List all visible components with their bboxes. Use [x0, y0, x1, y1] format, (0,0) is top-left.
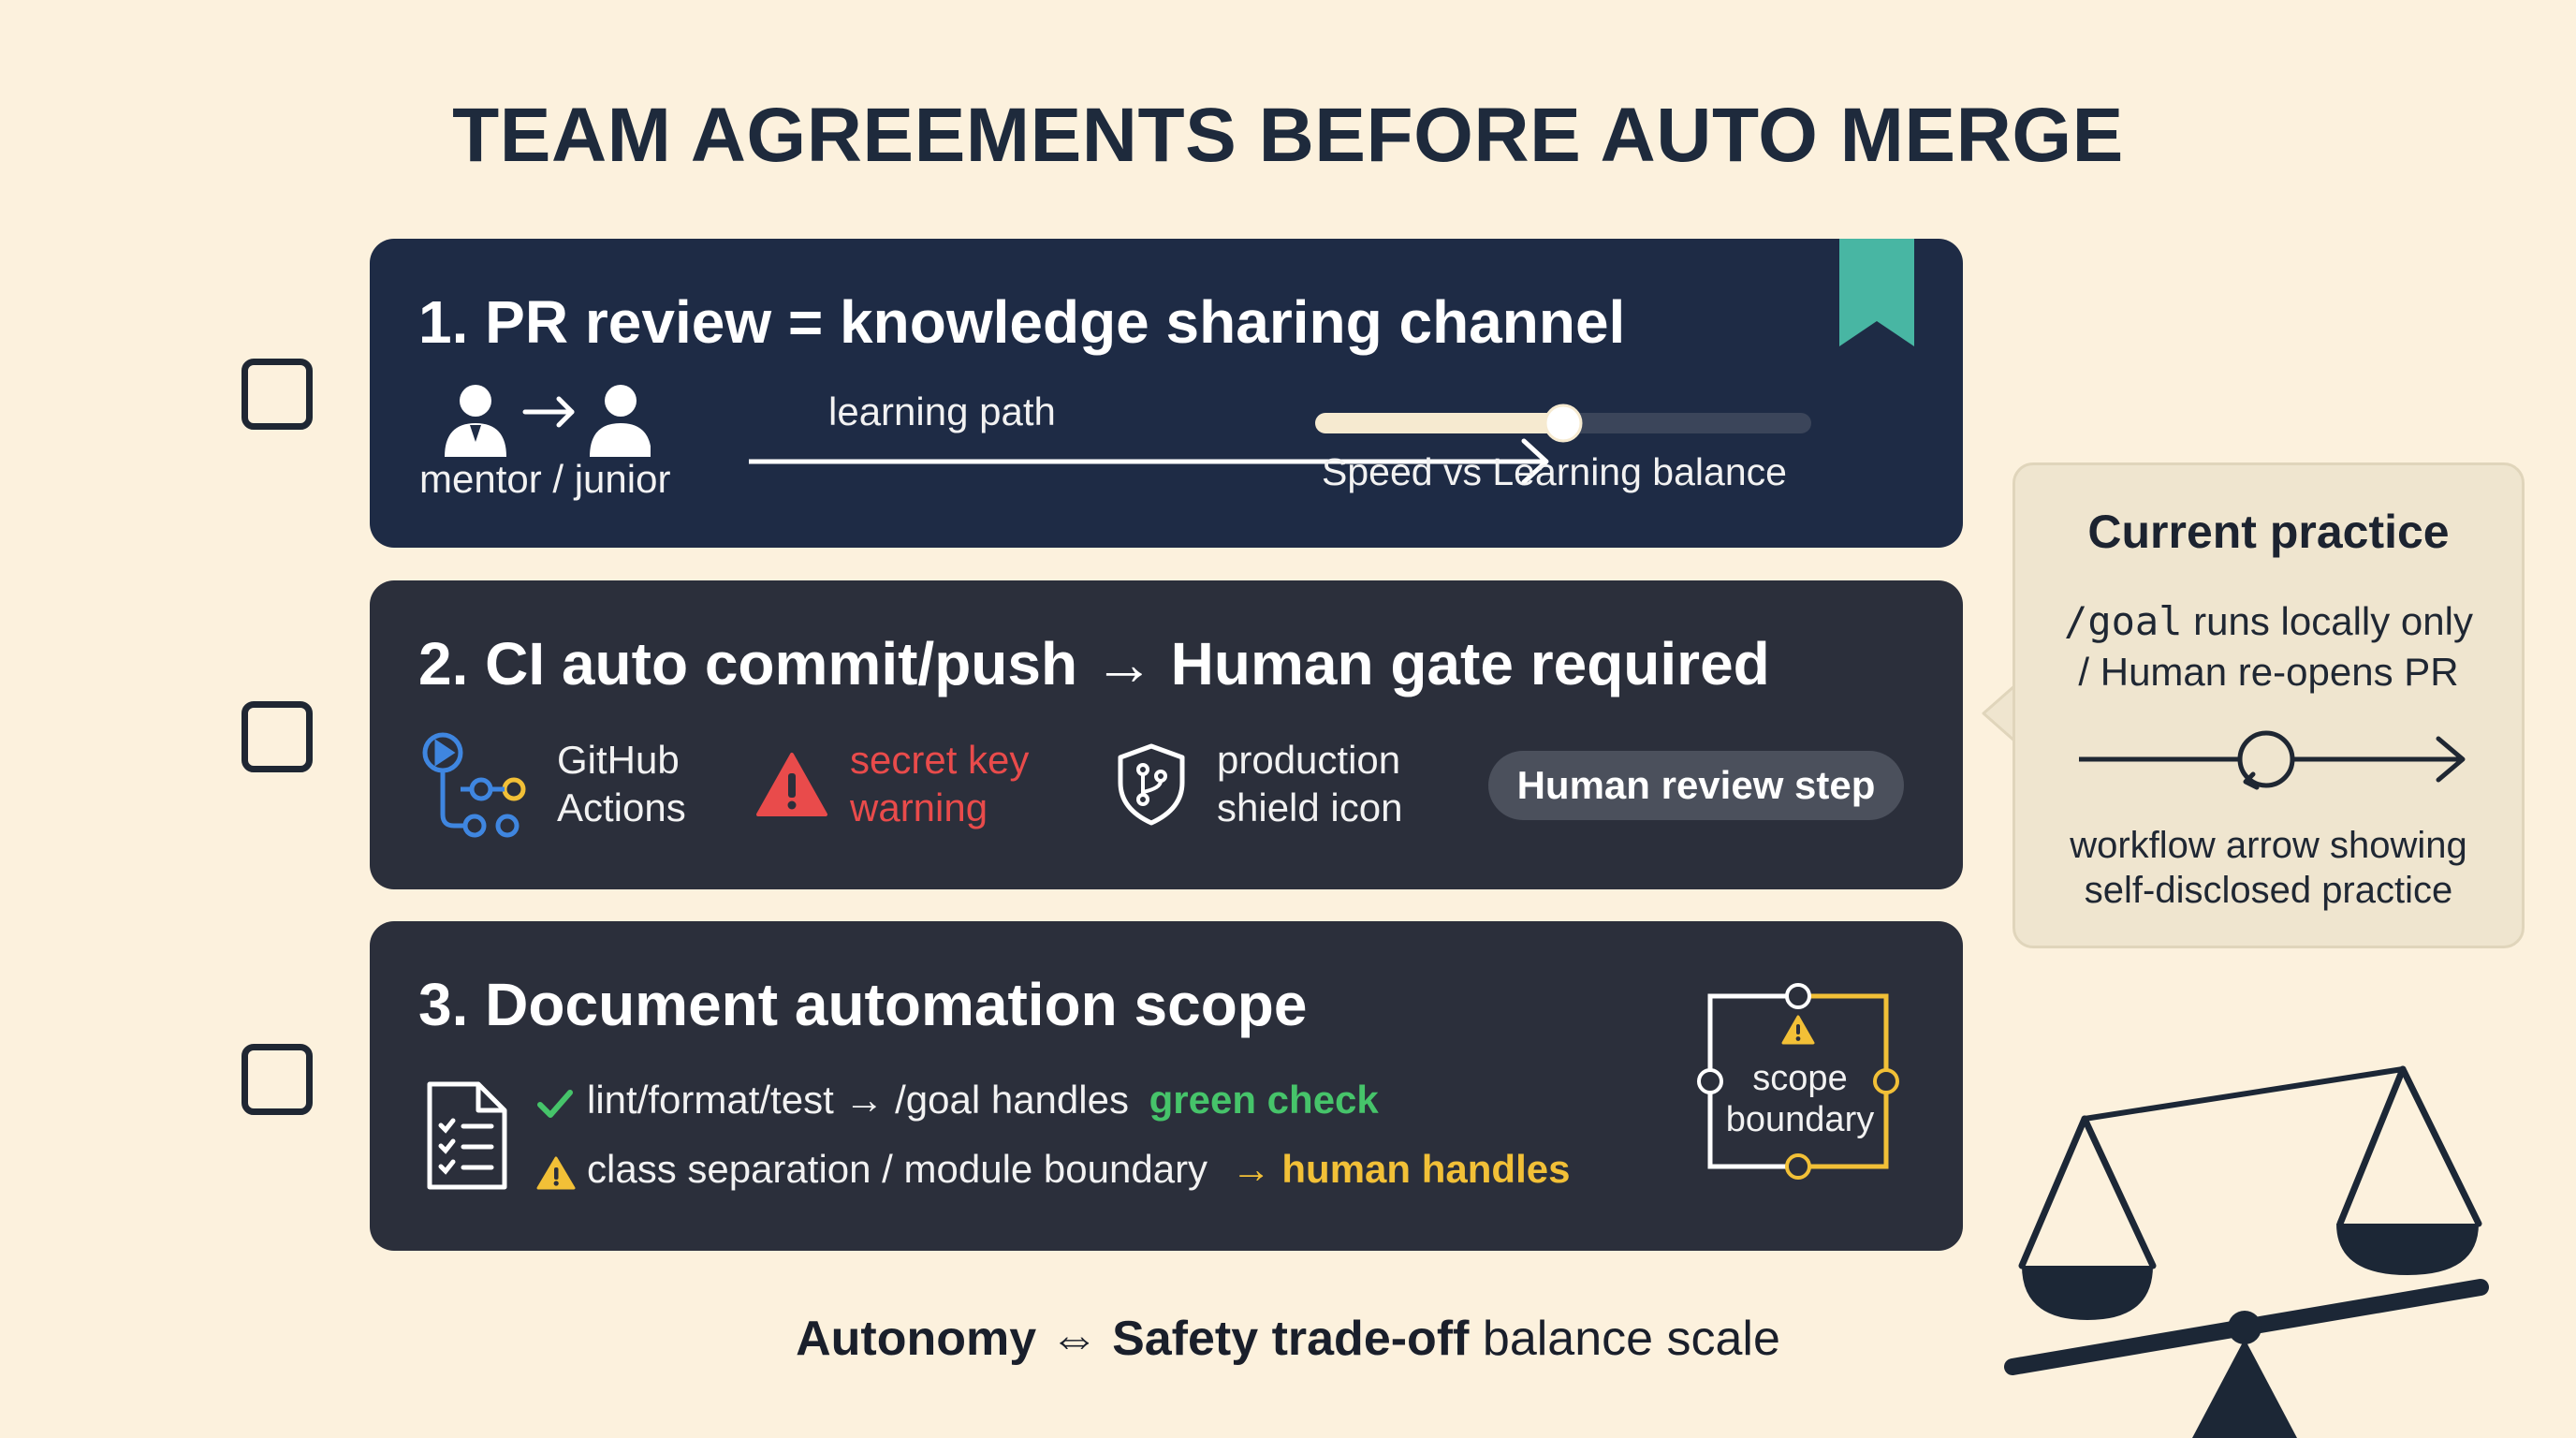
bidirectional-arrow-icon: ⇔: [1049, 1312, 1099, 1366]
current-practice-line2: / Human re-opens PR: [2078, 650, 2459, 694]
callout-pointer: [1982, 685, 2016, 741]
github-actions-icon: [422, 732, 526, 838]
scope-boundary-line2: boundary: [1725, 1100, 1875, 1139]
current-practice-line1-rest: runs locally only: [2182, 599, 2473, 643]
balance-scale-icon: [2004, 1065, 2489, 1438]
warning-icon: [756, 753, 827, 816]
safety-tradeoff-label: Safety trade-off: [1112, 1312, 1470, 1366]
scope-boundary-line1: scope: [1752, 1059, 1848, 1098]
warning-icon: [1781, 1015, 1815, 1045]
checkbox-3[interactable]: [242, 1044, 313, 1115]
arrow-right-icon: [522, 396, 575, 428]
automation-line-2: class separation / module boundary → hum…: [587, 1146, 1570, 1193]
scope-boundary-box: [1697, 983, 1899, 1180]
production-shield-line2: shield icon: [1217, 785, 1403, 829]
slider-label: Speed vs Learning balance: [1322, 450, 1787, 493]
card-2-title: 2. CI auto commit/push → Human gate requ…: [418, 630, 1770, 697]
balance-scale-label: balance scale: [1469, 1312, 1780, 1366]
person-icon: [590, 385, 651, 457]
checkbox-1[interactable]: [242, 359, 313, 430]
workflow-caption-line2: self-disclosed practice: [2084, 870, 2453, 911]
autonomy-label: Autonomy: [796, 1312, 1037, 1366]
shield-icon: [1118, 743, 1185, 826]
workflow-arrow: [2079, 730, 2466, 790]
current-practice-title: Current practice: [2087, 506, 2450, 558]
learning-path-label: learning path: [828, 389, 1056, 433]
production-shield-line1: production: [1217, 738, 1401, 782]
goal-command: /goal: [2064, 598, 2183, 644]
github-actions-line2: Actions: [557, 785, 686, 829]
warning-icon: [536, 1156, 576, 1190]
mentor-junior-icon: [445, 385, 651, 457]
current-practice-callout: Current practice /goal runs locally only…: [2012, 462, 2525, 948]
secret-key-warning-line2: warning: [850, 785, 988, 829]
checkbox-2[interactable]: [242, 701, 313, 772]
slider-knob: [1544, 404, 1583, 443]
human-handles-tag: human handles: [1281, 1147, 1571, 1191]
bottom-caption: Autonomy ⇔ Safety trade-off balance scal…: [0, 1311, 2576, 1367]
card-3-title: 3. Document automation scope: [418, 971, 1308, 1038]
agreement-card-3: 3. Document automation scope lint/format…: [370, 921, 1963, 1251]
mentor-junior-label: mentor / junior: [419, 457, 671, 501]
secret-key-warning-line1: secret key: [850, 738, 1030, 782]
person-icon: [445, 385, 506, 457]
bookmark-icon: [1839, 239, 1914, 346]
automation-line-1-text: lint/format/test → /goal handles: [587, 1078, 1129, 1122]
card-1-title: 1. PR review = knowledge sharing channel: [418, 288, 1626, 356]
workflow-caption-line1: workflow arrow showing: [2070, 825, 2467, 866]
agreement-card-2: 2. CI auto commit/push → Human gate requ…: [370, 580, 1963, 889]
page-title: TEAM AGREEMENTS BEFORE AUTO MERGE: [452, 93, 2124, 178]
checkmark-icon: [537, 1090, 573, 1118]
automation-line-1: lint/format/test → /goal handles green c…: [587, 1077, 1379, 1123]
github-actions-line1: GitHub: [557, 738, 680, 782]
current-practice-line1: /goal runs locally only: [2015, 596, 2522, 648]
refresh-icon: [2237, 730, 2295, 790]
human-review-step-badge: Human review step: [1488, 751, 1904, 820]
automation-line-2-arrow: →: [1231, 1147, 1271, 1191]
document-checklist-icon: [427, 1081, 507, 1190]
agreement-card-1: 1. PR review = knowledge sharing channel…: [370, 239, 1963, 548]
automation-line-2-text: class separation / module boundary: [587, 1147, 1208, 1191]
speed-learning-slider[interactable]: [1315, 400, 1811, 447]
green-check-tag: green check: [1149, 1078, 1379, 1122]
learning-path-arrow: [749, 438, 1549, 485]
